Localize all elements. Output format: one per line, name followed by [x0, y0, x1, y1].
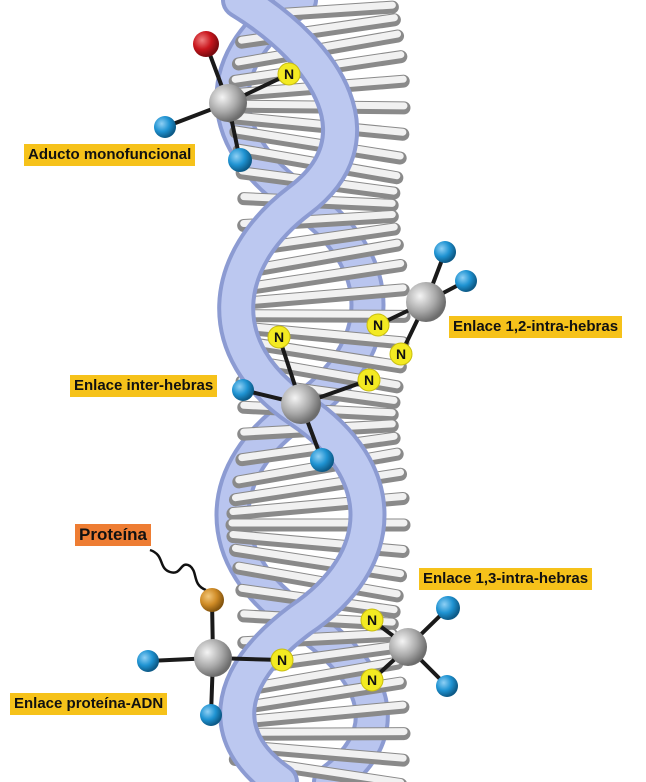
ligand-atom: [436, 596, 460, 620]
ligand-atom: [200, 704, 222, 726]
ligand-atom: [232, 379, 254, 401]
ligand-atom: [137, 650, 159, 672]
label-intra-strand-1-3: Enlace 1,3-intra-hebras: [419, 568, 592, 590]
platinum-atom: [209, 84, 247, 122]
nitrogen-label: N: [367, 672, 377, 688]
platinum-atom: [281, 384, 321, 424]
ligand-atom: [154, 116, 176, 138]
label-monofunctional-adduct: Aducto monofuncional: [24, 144, 195, 166]
protein-tether: [150, 550, 206, 590]
label-intra-strand-1-2: Enlace 1,2-intra-hebras: [449, 316, 622, 338]
ligand-atom: [455, 270, 477, 292]
ligand-atom: [434, 241, 456, 263]
nitrogen-label: N: [284, 66, 294, 82]
label-protein: Proteína: [75, 524, 151, 546]
nitrogen-label: N: [364, 372, 374, 388]
ligand-atom: [436, 675, 458, 697]
nitrogen-label: N: [367, 612, 377, 628]
platinum-atom: [406, 282, 446, 322]
label-protein-dna: Enlace proteína-ADN: [10, 693, 167, 715]
nitrogen-label: N: [277, 652, 287, 668]
oxygen-atom: [193, 31, 219, 57]
label-inter-strand: Enlace inter-hebras: [70, 375, 217, 397]
ligand-atom: [228, 148, 252, 172]
sulfur-atom: [200, 588, 224, 612]
nitrogen-label: N: [396, 346, 406, 362]
ligand-atom: [310, 448, 334, 472]
platinum-atom: [389, 628, 427, 666]
platinum-atom: [194, 639, 232, 677]
nitrogen-label: N: [274, 329, 284, 345]
nitrogen-label: N: [373, 317, 383, 333]
